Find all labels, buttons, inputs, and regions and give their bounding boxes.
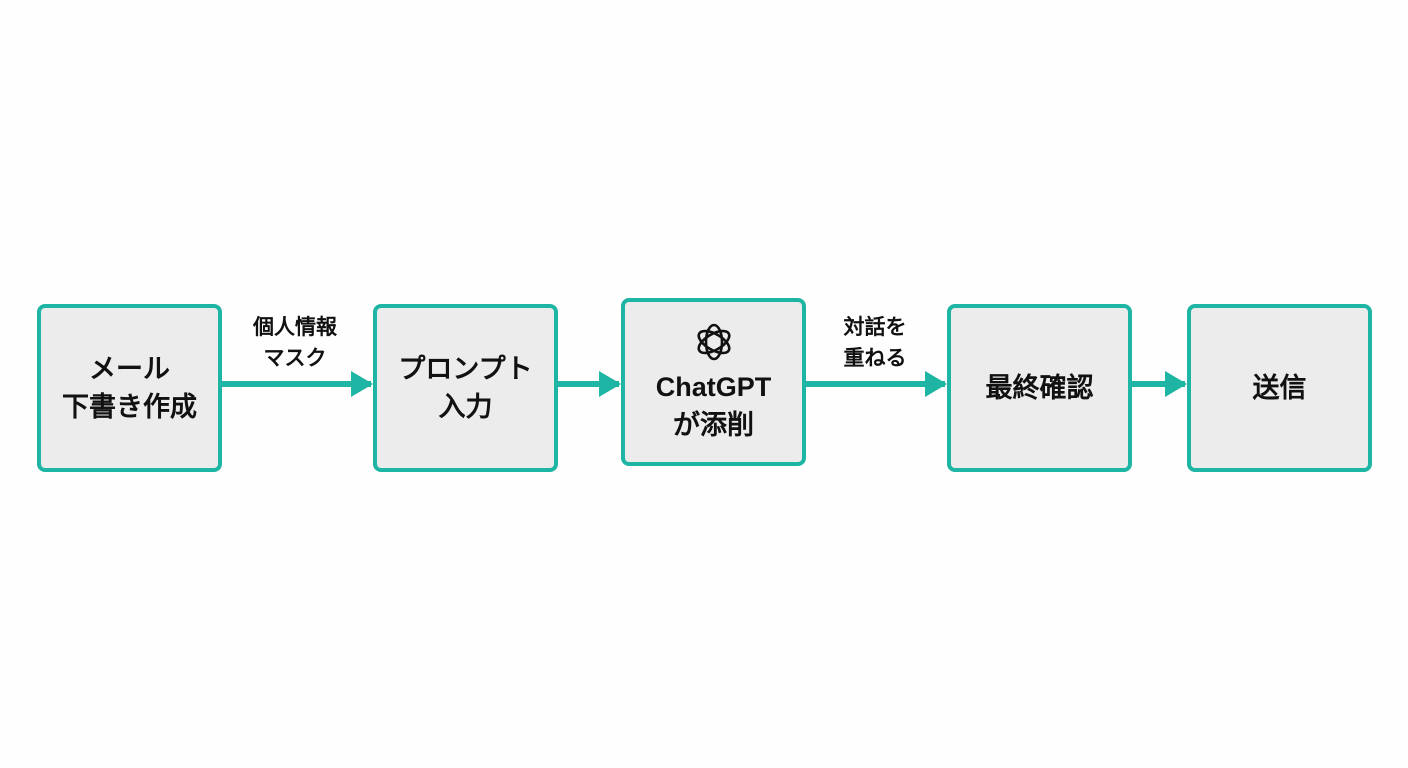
step-chatgpt-review: ChatGPT が添削 [621, 298, 806, 466]
step-prompt-input: プロンプト 入力 [373, 304, 558, 472]
edge-label-mask: 個人情報 マスク [225, 312, 365, 374]
step-label: 入力 [438, 392, 493, 422]
arrow-3 [805, 371, 947, 397]
step-label: が添削 [673, 410, 754, 440]
arrow-1 [221, 371, 373, 397]
openai-logo-icon [696, 323, 731, 361]
arrow-4 [1131, 371, 1187, 397]
step-label: 送信 [1252, 373, 1307, 403]
edge-label-line: マスク [263, 347, 327, 370]
step-label: 最終確認 [985, 373, 1094, 403]
edge-label-line: 個人情報 [253, 316, 337, 339]
step-send: 送信 [1187, 304, 1372, 472]
edge-label-dialogue: 対話を 重ねる [810, 312, 940, 374]
step-label: メール [89, 354, 170, 384]
edge-label-line: 対話を [843, 316, 907, 339]
step-label: プロンプト [398, 354, 533, 384]
step-final-check: 最終確認 [947, 304, 1132, 472]
step-draft-email: メール 下書き作成 [37, 304, 222, 472]
step-label: 下書き作成 [62, 392, 197, 422]
arrow-2 [557, 371, 621, 397]
edge-label-line: 重ねる [843, 347, 907, 370]
step-label: ChatGPT [655, 372, 772, 402]
